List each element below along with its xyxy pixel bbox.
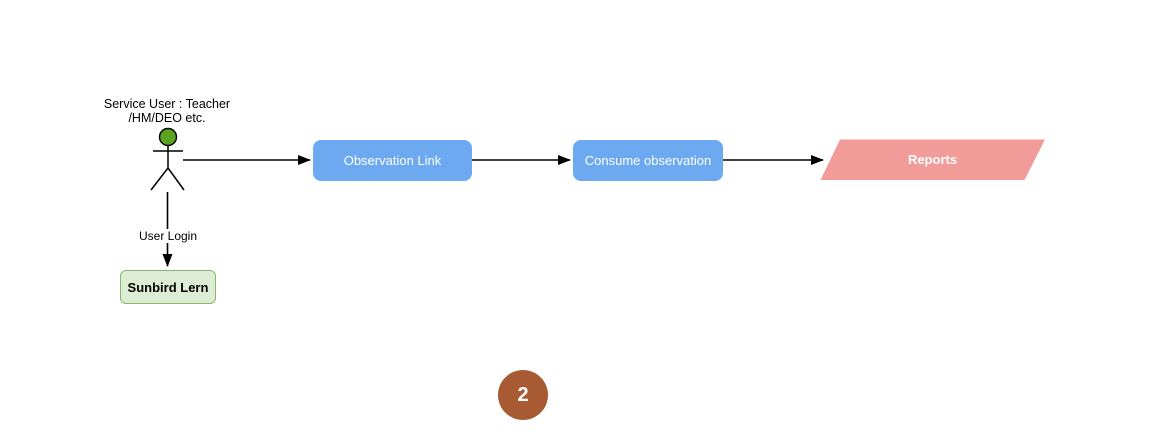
actor-right-leg: [167, 167, 185, 191]
actor-figure[interactable]: [150, 127, 185, 191]
actor-left-leg: [150, 167, 169, 191]
user-login-edge-label: User Login: [135, 229, 201, 243]
node-observation-link[interactable]: Observation Link: [313, 140, 472, 181]
actor-label: Service User : Teacher /HM/DEO etc.: [104, 97, 230, 125]
step-number-badge[interactable]: 2: [498, 370, 548, 420]
actor-label-line2: /HM/DEO etc.: [128, 111, 206, 125]
reports-shape[interactable]: [820, 139, 1046, 181]
actor-head: [158, 127, 178, 147]
node-reports-label: Reports: [907, 152, 958, 167]
node-consume-observation[interactable]: Consume observation: [573, 140, 723, 181]
node-sunbird-lern[interactable]: Sunbird Lern: [120, 270, 216, 304]
actor-label-line1: Service User : Teacher: [103, 97, 231, 111]
